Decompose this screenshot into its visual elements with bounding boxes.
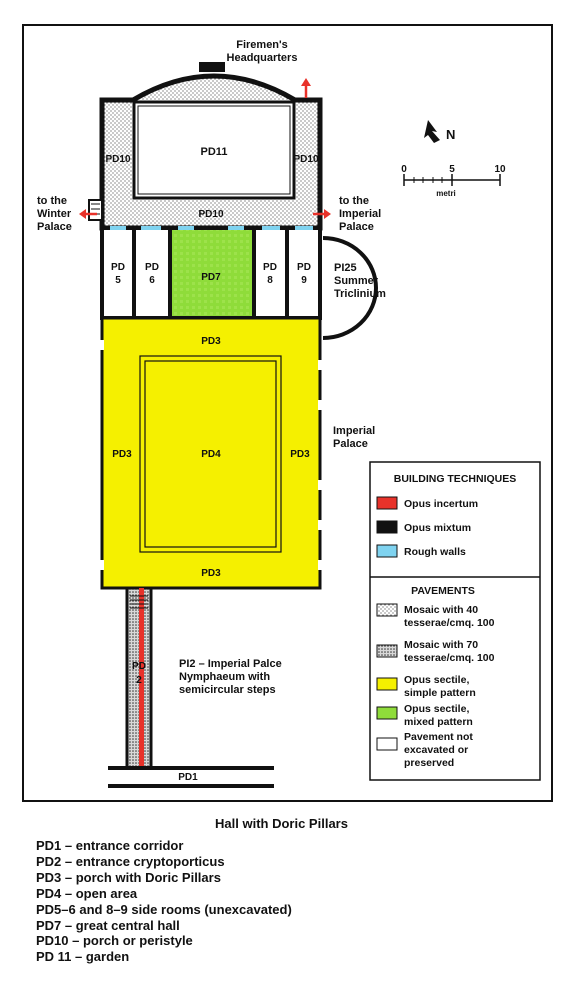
pd3-label-right: PD3 [290, 449, 310, 460]
imperial-right-label-3: Palace [339, 221, 374, 233]
technique-label-3: Rough walls [404, 546, 466, 558]
pd6-label-1: PD [145, 262, 159, 273]
room-key-item: PD 11 – garden [36, 949, 130, 965]
pd5-label-1: PD [111, 262, 125, 273]
pd11-inner-line [137, 105, 291, 195]
swatch-mosaic-40 [376, 603, 398, 617]
pavement-1-line-2: tesserae/cmq. 100 [404, 617, 495, 629]
opus-incertum-wall [139, 588, 144, 768]
room-key-item: PD4 – open area [36, 885, 138, 901]
pavements-title: PAVEMENTS [411, 585, 475, 597]
technique-label-2: Opus mixtum [404, 522, 471, 534]
firemen-block [199, 62, 225, 72]
pd2-steps [130, 595, 148, 609]
winter-label-2: Winter [37, 208, 72, 220]
pd3-label-left: PD3 [112, 449, 132, 460]
swatch-opus-mixtum [376, 520, 398, 534]
pi25-semicircle [322, 236, 378, 340]
pi25-label-3: Triclinium [334, 288, 386, 300]
pi2-label-2: Nymphaeum with [179, 671, 270, 683]
swatch-rough-walls [376, 544, 398, 558]
swatch-mosaic-70 [376, 644, 398, 658]
scale-tick-5: 5 [449, 164, 455, 175]
pd1-label: PD1 [178, 772, 198, 783]
pd8-label-2: 8 [267, 275, 273, 286]
imperial-right-label-1: to the [339, 195, 369, 207]
room-key-item: PD2 – entrance cryptoporticus [36, 853, 225, 869]
scale-tick-10: 10 [494, 164, 506, 175]
swatch-not-excavated [376, 737, 398, 751]
scale-bar [403, 174, 501, 186]
north-label: N [446, 127, 455, 142]
pd2-label-2: 2 [136, 675, 142, 686]
scale-tick-0: 0 [401, 164, 407, 175]
peristyle-outer-wall [99, 73, 323, 231]
firemen-label-2: Headquarters [227, 52, 298, 64]
pd4-label: PD4 [201, 449, 221, 460]
pi25-label-2: Summer [334, 275, 379, 287]
red-arrow-imperial [313, 209, 331, 219]
pd3-porch [100, 316, 322, 590]
pd9-label-2: 9 [301, 275, 307, 286]
pavement-5-line-2: excavated or [404, 744, 468, 756]
winter-steps [88, 199, 103, 221]
room-key-list: PD1 – entrance corridor PD2 – entrance c… [36, 838, 292, 965]
pd11-label: PD11 [201, 146, 228, 158]
north-arrow-icon [424, 120, 440, 143]
pd4-inner-line [144, 360, 277, 548]
scale-unit: metri [436, 189, 456, 198]
pavement-2-line-1: Mosaic with 70 [404, 639, 478, 651]
pavement-5-line-3: preserved [404, 757, 454, 769]
techniques-title: BUILDING TECHNIQUES [394, 473, 517, 485]
pd10-label-bottom: PD10 [198, 209, 223, 220]
technique-label-1: Opus incertum [404, 498, 478, 510]
pd8-label-1: PD [263, 262, 277, 273]
pavement-3-line-2: simple pattern [404, 687, 476, 699]
pi2-label-1: PI2 – Imperial Palce [179, 658, 282, 670]
room-key-item: PD10 – porch or peristyle [36, 933, 193, 949]
pd10-label-left: PD10 [105, 154, 130, 165]
pi2-label-3: semicircular steps [179, 684, 276, 696]
winter-label-1: to the [37, 195, 67, 207]
pd7-label: PD7 [201, 272, 221, 283]
pavement-2-line-2: tesserae/cmq. 100 [404, 652, 495, 664]
winter-label-3: Palace [37, 221, 72, 233]
room-key-item: PD1 – entrance corridor [36, 838, 184, 853]
pavement-3-line-1: Opus sectile, [404, 674, 469, 686]
pd2-label-1: PD [132, 661, 146, 672]
pd6-label-2: 6 [149, 275, 155, 286]
red-arrow-winter [79, 209, 97, 219]
swatch-opus-incertum [376, 496, 398, 510]
pd10-label-right: PD10 [293, 154, 318, 165]
pd5-label-2: 5 [115, 275, 121, 286]
pd4-outer-line [139, 355, 282, 553]
room-key-item: PD7 – great central hall [36, 917, 180, 933]
imperial-side-label-1: Imperial [333, 425, 375, 437]
plan-frame [22, 24, 553, 802]
imperial-right-label-2: Imperial [339, 208, 381, 220]
pavement-4-line-2: mixed pattern [404, 716, 473, 728]
legend-box [369, 461, 541, 781]
figure-caption: Hall with Doric Pillars [215, 816, 348, 831]
pavement-4-line-1: Opus sectile, [404, 703, 469, 715]
red-arrow-north [301, 78, 311, 98]
swatch-opus-sectile-simple [376, 677, 398, 691]
pd11-garden [132, 100, 296, 200]
pavement-5-line-1: Pavement not [404, 731, 473, 743]
pd7-great-hall [170, 230, 254, 316]
room-key-item: PD5–6 and 8–9 side rooms (unexcavated) [36, 901, 292, 917]
swatch-opus-sectile-mixed [376, 706, 398, 720]
firemen-label-1: Firemen's [236, 39, 288, 51]
room-key-item: PD3 – porch with Doric Pillars [36, 869, 221, 885]
imperial-side-label-2: Palace [333, 438, 368, 450]
pi25-label-1: PI25 [334, 262, 357, 274]
pd3-label-top: PD3 [201, 336, 221, 347]
porch-side-pillars [98, 340, 324, 570]
pavement-1-line-1: Mosaic with 40 [404, 604, 478, 616]
rough-walls-strip [110, 226, 313, 230]
pd9-label-1: PD [297, 262, 311, 273]
pd3-label-bottom: PD3 [201, 568, 221, 579]
